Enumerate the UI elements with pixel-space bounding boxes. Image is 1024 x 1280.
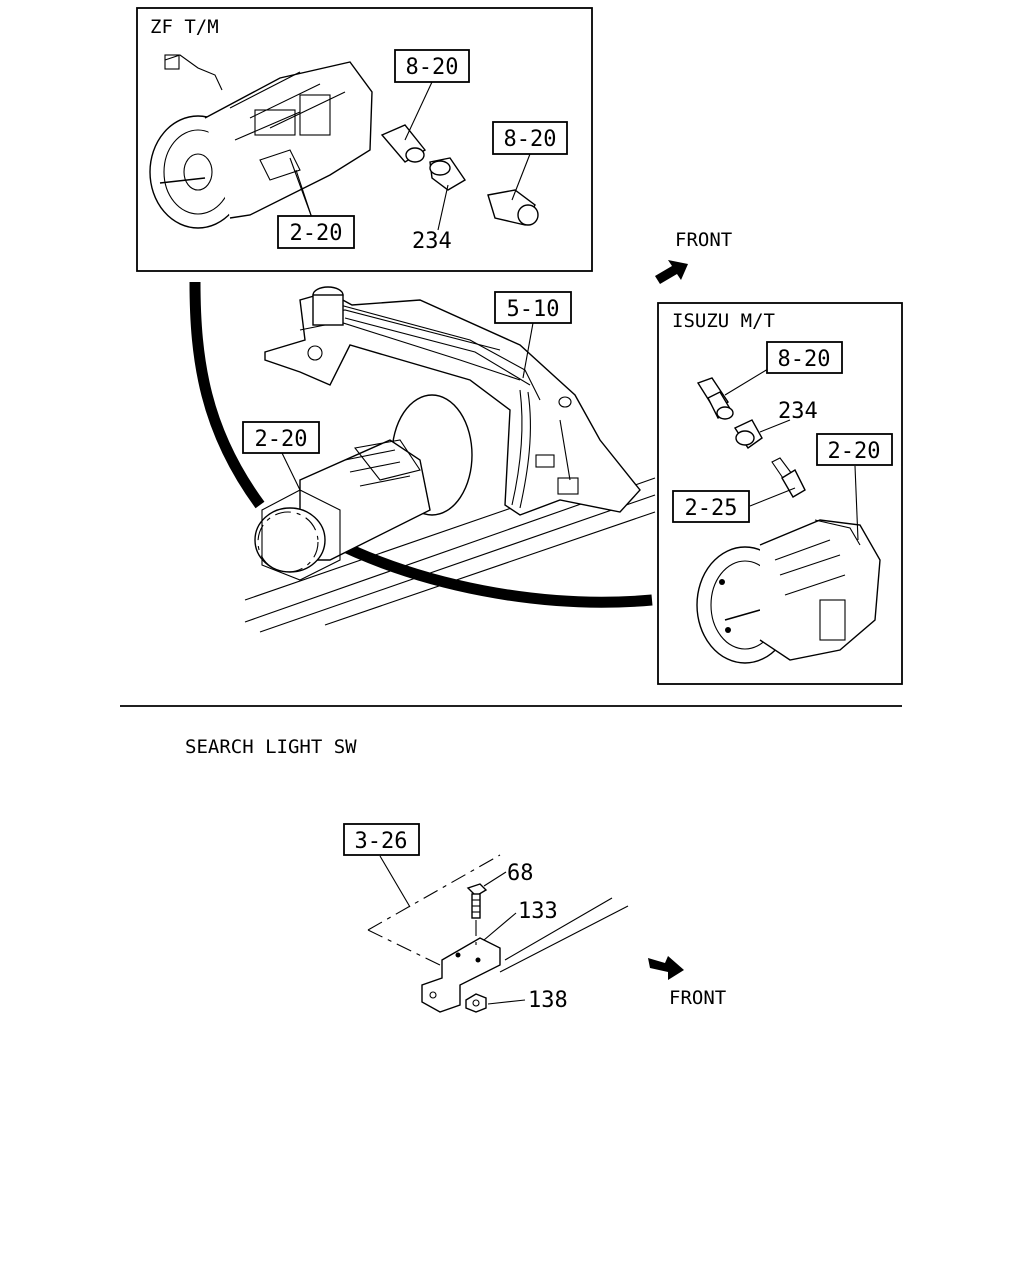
callout-sw-68[interactable]: 68	[507, 861, 534, 886]
zf-8-20-b-leader	[511, 153, 531, 201]
sw-138-leader	[487, 999, 526, 1005]
search-light-switch-drawing	[367, 854, 629, 1013]
section-title: SEARCH LIGHT SW	[185, 736, 357, 758]
svg-text:2-20: 2-20	[290, 221, 343, 246]
callout-zf-2-20[interactable]: 2-20	[277, 215, 355, 249]
isuzu-8-20-leader	[724, 368, 769, 396]
callout-isuzu-234[interactable]: 234	[778, 399, 818, 424]
zf-sensor-parts	[380, 124, 539, 226]
callout-zf-8-20-b[interactable]: 8-20	[492, 121, 568, 155]
callout-isuzu-2-25[interactable]: 2-25	[672, 490, 750, 523]
sw-3-26-leader	[379, 855, 411, 908]
sw-68-leader	[483, 871, 507, 887]
main-2-20-leader	[281, 452, 301, 491]
svg-text:8-20: 8-20	[406, 55, 459, 80]
isuzu-inset: ISUZU M/T 8	[657, 302, 903, 685]
zf-8-20-a-leader	[404, 81, 433, 141]
callout-sw-138[interactable]: 138	[528, 988, 568, 1013]
callout-main-5-10[interactable]: 5-10	[494, 291, 572, 324]
callout-isuzu-2-20[interactable]: 2-20	[816, 433, 893, 466]
isuzu-2-25-leader	[749, 487, 796, 507]
isuzu-234-leader	[759, 419, 791, 433]
isuzu-inset-title: ISUZU M/T	[672, 310, 775, 332]
front-arrow-bottom-icon	[648, 956, 684, 980]
svg-text:2-25: 2-25	[685, 496, 738, 521]
isuzu-2-20-leader	[854, 465, 859, 541]
zf-connector-curve	[189, 281, 265, 509]
svg-text:8-20: 8-20	[778, 347, 831, 372]
callout-main-2-20[interactable]: 2-20	[242, 421, 320, 454]
front-label-top: FRONT	[675, 229, 732, 251]
front-arrow-top: FRONT	[655, 229, 732, 284]
sw-133-leader	[483, 912, 517, 941]
svg-text:2-20: 2-20	[255, 427, 308, 452]
chassis-drawing	[244, 286, 656, 633]
zf-2-20-leader	[295, 169, 313, 219]
callout-sw-3-26[interactable]: 3-26	[343, 823, 420, 856]
front-arrow-bottom: FRONT	[648, 956, 726, 1009]
zf-234-leader	[437, 184, 449, 231]
callout-isuzu-8-20[interactable]: 8-20	[766, 341, 843, 374]
svg-text:2-20: 2-20	[828, 439, 881, 464]
callout-sw-133[interactable]: 133	[518, 899, 558, 924]
svg-text:5-10: 5-10	[507, 297, 560, 322]
callout-zf-234[interactable]: 234	[412, 229, 452, 254]
isuzu-connector-curve	[327, 535, 653, 608]
zf-inset: ZF T/M	[136, 7, 593, 272]
main-5-10-leader	[522, 322, 534, 379]
svg-text:3-26: 3-26	[355, 829, 408, 854]
svg-text:8-20: 8-20	[504, 127, 557, 152]
front-arrow-top-icon	[655, 260, 688, 284]
zf-inset-title: ZF T/M	[150, 16, 219, 38]
zf-transmission-drawing	[149, 54, 373, 229]
front-label-bottom: FRONT	[669, 987, 726, 1009]
callout-zf-8-20-a[interactable]: 8-20	[394, 49, 470, 83]
isuzu-transmission-drawing	[696, 519, 881, 664]
